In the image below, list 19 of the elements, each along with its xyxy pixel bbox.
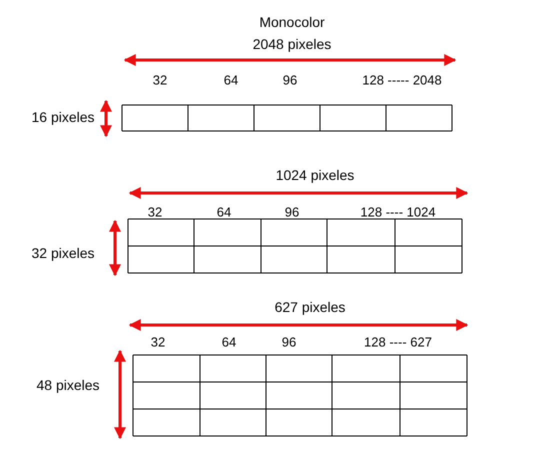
column-number: 64 xyxy=(224,74,238,86)
column-number: 96 xyxy=(284,206,300,218)
dimension-text: 32 pixeles xyxy=(31,246,95,260)
dimension-text: 16 pixeles xyxy=(31,110,95,124)
column-number: 64 xyxy=(216,206,232,218)
dimension-text: 1024 pixeles xyxy=(276,168,354,182)
column-number: 128 ---- 1024 xyxy=(360,206,436,218)
dimension-text: 2048 pixeles xyxy=(252,37,332,51)
column-number: 128 ----- 2048 xyxy=(362,74,442,86)
column-number: 96 xyxy=(282,336,296,348)
dimension-text: 627 pixeles xyxy=(274,300,346,314)
column-number: 96 xyxy=(282,74,298,86)
column-number: 64 xyxy=(222,336,236,348)
column-number: 128 ---- 627 xyxy=(364,336,432,348)
column-number: 32 xyxy=(152,74,168,86)
diagram-title: Monocolor xyxy=(259,15,325,29)
dimension-text: 48 pixeles xyxy=(36,378,100,392)
column-number: 32 xyxy=(148,206,162,218)
column-number: 32 xyxy=(150,336,166,348)
